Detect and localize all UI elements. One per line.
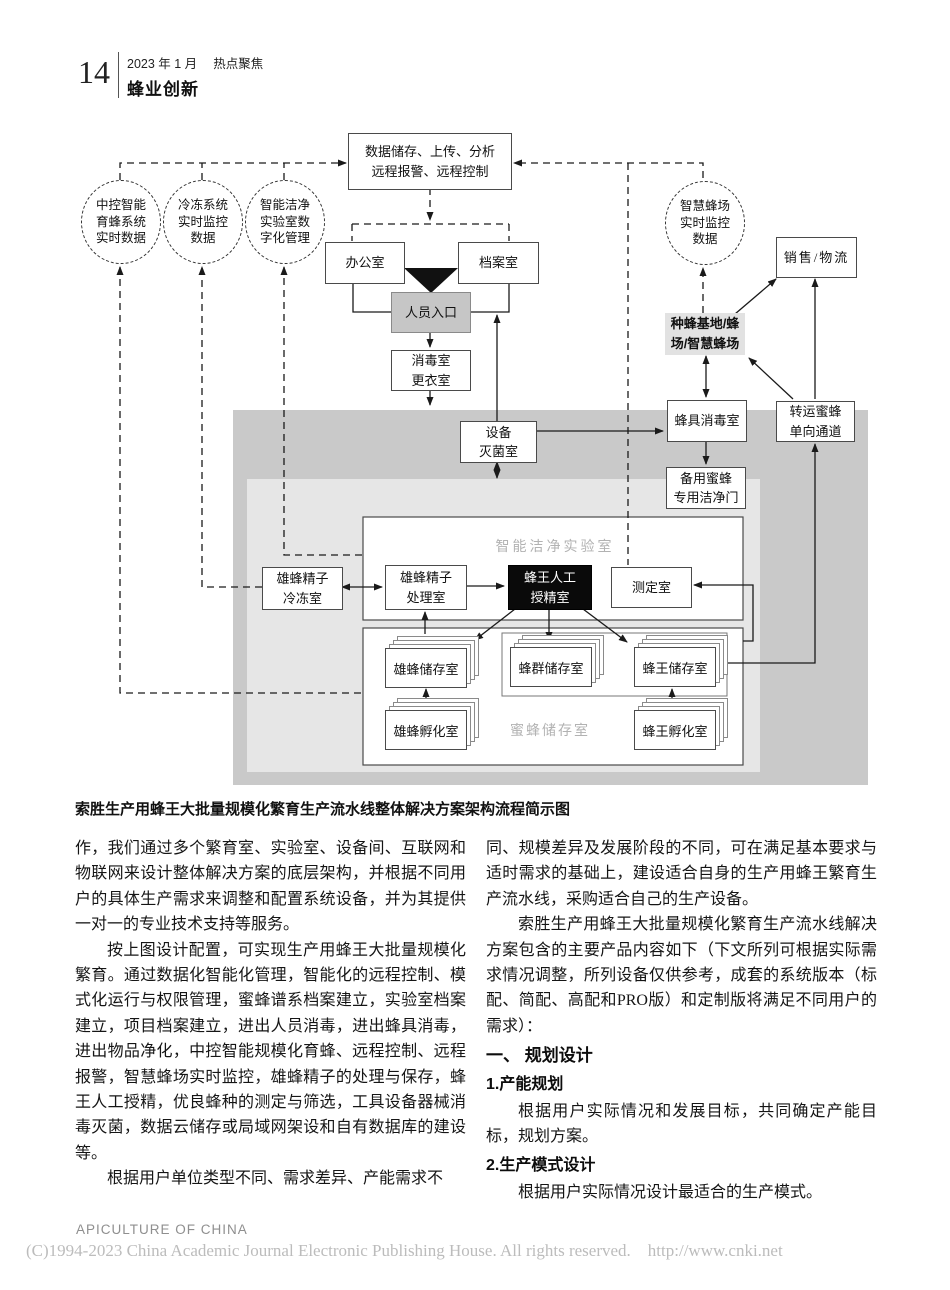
paragraph: 根据用户单位类型不同、需求差异、产能需求不 — [107, 1170, 444, 1188]
node-drone-sperm-freezing-room: 雄蜂精子 冷冻室 — [262, 567, 343, 610]
header-divider — [118, 52, 119, 98]
stack-drone-storage-rooms: 雄蜂储存室 — [385, 636, 479, 688]
node-transfer-channel: 转运蜜蜂 单向通道 — [776, 401, 855, 442]
section-heading: 一、 规划设计 — [486, 1046, 593, 1066]
node-equipment-sterilize-room: 设备 灭菌室 — [460, 421, 537, 463]
node-archive-room: 档案室 — [458, 242, 539, 284]
issue-date: 2023 年 1 月 — [127, 57, 198, 71]
header-meta: 2023 年 1 月 热点聚焦 蜂业创新 — [127, 50, 263, 100]
node-hive-disinfect-room: 蜂具消毒室 — [667, 400, 747, 442]
node-sales-logistics: 销售/物流 — [776, 237, 857, 278]
circle-clean-lab-management: 智能洁净 实验室数 字化管理 — [245, 180, 325, 264]
figure-caption: 索胜生产用蜂王大批量规模化繁育生产流水线整体解决方案架构流程简示图 — [75, 801, 571, 818]
clean-lab-zone-label: 智能洁净实验室 — [495, 540, 615, 555]
node-drone-hatching-room: 雄蜂孵化室 — [385, 710, 467, 750]
journal-name: 蜂业创新 — [127, 80, 199, 99]
footer-copyright: (C)1994-2023 China Academic Journal Elec… — [26, 1241, 783, 1260]
node-data-storage-control: 数据储存、上传、分析 远程报警、远程控制 — [348, 133, 512, 190]
section-label: 热点聚焦 — [213, 57, 264, 71]
stack-drone-hatching-rooms: 雄蜂孵化室 — [385, 698, 479, 750]
node-colony-storage-room: 蜂群储存室 — [510, 647, 592, 687]
flow-diagram: 中控智能 育蜂系统 实时数据 冷冻系统 实时监控 数据 智能洁净 实验室数 字化… — [81, 133, 868, 785]
sub-heading: 2.生产模式设计 — [486, 1156, 596, 1174]
bee-storage-zone-label: 蜜蜂储存室 — [510, 724, 590, 739]
paragraph: 根据用户实际情况设计最适合的生产模式。 — [518, 1184, 823, 1202]
sub-heading: 1.产能规划 — [486, 1075, 564, 1093]
stack-colony-storage-rooms: 蜂群储存室 — [510, 635, 604, 687]
paragraph: 索胜生产用蜂王大批量规模化繁育生产流水线解决方案包含的主要产品内容如下（下文所列… — [486, 916, 877, 1035]
page-header: 14 2023 年 1 月 热点聚焦 蜂业创新 — [78, 50, 263, 100]
circle-freezing-monitor-data: 冷冻系统 实时监控 数据 — [163, 180, 243, 264]
footer-journal-name: APICULTURE OF CHINA — [76, 1222, 248, 1237]
article-left-column: 作，我们通过多个繁育室、实验室、设备间、互联网和物联网来设计整体解决方案的底层架… — [75, 836, 466, 1192]
node-testing-room: 测定室 — [611, 567, 692, 608]
article-right-column: 同、规模差异及发展阶段的不同，可在满足基本要求与适时需求的基础上，建设适合自身的… — [486, 836, 877, 1206]
node-drone-sperm-processing-room: 雄蜂精子 处理室 — [385, 565, 467, 610]
issue-line: 2023 年 1 月 热点聚焦 — [127, 53, 263, 72]
node-queen-hatching-room: 蜂王孵化室 — [634, 710, 716, 750]
node-backup-bee-clean-door: 备用蜜蜂 专用洁净门 — [666, 467, 746, 509]
stack-queen-hatching-rooms: 蜂王孵化室 — [634, 698, 728, 750]
diagram-connectors — [116, 159, 819, 766]
node-staff-entrance: 人员入口 — [391, 292, 471, 333]
circle-central-breeding-data: 中控智能 育蜂系统 实时数据 — [81, 180, 161, 264]
paragraph: 按上图设计配置，可实现生产用蜂王大批量规模化繁育。通过数据化智能化管理，智能化的… — [75, 941, 466, 1162]
page-number: 14 — [78, 54, 110, 90]
node-queen-storage-room: 蜂王储存室 — [634, 647, 716, 687]
node-drone-storage-room: 雄蜂储存室 — [385, 648, 467, 688]
paragraph: 作，我们通过多个繁育室、实验室、设备间、互联网和物联网来设计整体解决方案的底层架… — [75, 840, 466, 934]
paragraph: 根据用户实际情况和发展目标，共同确定产能目标，规划方案。 — [486, 1103, 877, 1146]
node-breeding-base: 种蜂基地/蜂 场/智慧蜂场 — [665, 313, 745, 355]
paragraph: 同、规模差异及发展阶段的不同，可在满足基本要求与适时需求的基础上，建设适合自身的… — [486, 840, 877, 908]
stack-queen-storage-rooms: 蜂王储存室 — [634, 635, 728, 687]
circle-smart-apiary-data: 智慧蜂场 实时监控 数据 — [665, 181, 745, 265]
node-office: 办公室 — [325, 242, 405, 284]
node-queen-insemination-room: 蜂王人工 授精室 — [508, 565, 592, 610]
node-disinfect-changing-room: 消毒室 更衣室 — [391, 350, 471, 391]
